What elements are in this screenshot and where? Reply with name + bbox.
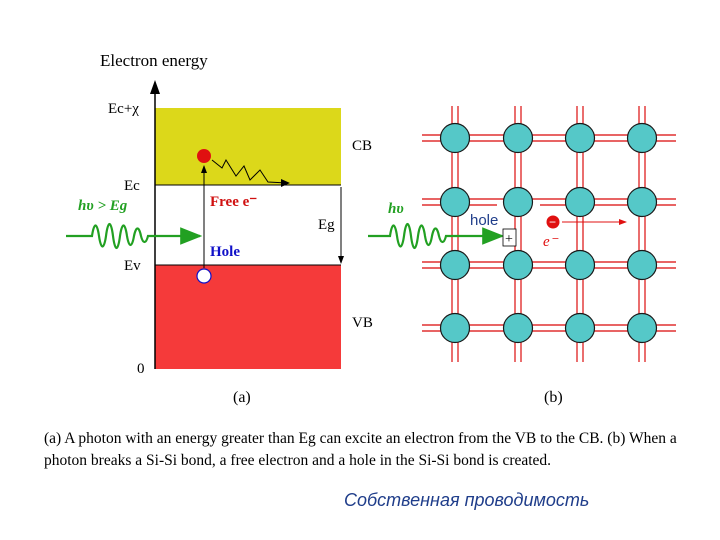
si-atom <box>504 188 533 217</box>
si-atom <box>441 251 470 280</box>
si-atom <box>566 188 595 217</box>
electron-label-b: e⁻ <box>543 234 559 250</box>
si-atom <box>566 314 595 343</box>
axis-arrowhead <box>150 80 160 94</box>
si-atom <box>504 124 533 153</box>
atom-grid <box>441 124 657 343</box>
photon-wave-b <box>368 224 452 248</box>
panel-a: Electron energy Ec+χ Ec Ev 0 CB VB Eg hυ… <box>66 51 373 406</box>
si-atom <box>628 124 657 153</box>
level-zero-label: 0 <box>137 361 145 377</box>
si-atom <box>628 188 657 217</box>
vb-label: VB <box>352 315 373 331</box>
free-electron <box>197 149 211 163</box>
panel-a-label: (a) <box>233 389 251 406</box>
si-atom <box>504 314 533 343</box>
level-ec-label: Ec <box>124 178 140 194</box>
si-atom <box>441 188 470 217</box>
photon-wave-a <box>66 224 154 248</box>
valence-band <box>155 265 341 369</box>
si-atom <box>441 124 470 153</box>
si-atom <box>504 251 533 280</box>
hole-circle <box>197 269 211 283</box>
hole-label: Hole <box>210 244 240 260</box>
si-atom <box>566 251 595 280</box>
minus-sign: − <box>549 215 556 229</box>
photon-label-a: hυ > Eg <box>78 198 128 214</box>
cb-label: CB <box>352 138 372 154</box>
photon-label-b: hυ <box>388 201 404 217</box>
si-atom <box>441 314 470 343</box>
si-atom <box>628 251 657 280</box>
hole-label-b: hole <box>470 212 498 229</box>
si-atom <box>566 124 595 153</box>
si-atom <box>628 314 657 343</box>
figure-caption: (a) A photon with an energy greater than… <box>44 428 684 472</box>
level-top-label: Ec+χ <box>108 101 139 117</box>
panel-b: hυ + hole − e⁻ (b) <box>368 106 676 406</box>
panel-b-label: (b) <box>544 389 563 406</box>
conduction-band <box>155 108 341 185</box>
axis-title: Electron energy <box>100 51 208 70</box>
plus-sign: + <box>505 232 513 247</box>
footer-title: Собственная проводимость <box>344 490 589 511</box>
level-ev-label: Ev <box>124 258 141 274</box>
free-electron-label: Free e⁻ <box>210 194 257 210</box>
gap-label: Eg <box>318 217 335 233</box>
